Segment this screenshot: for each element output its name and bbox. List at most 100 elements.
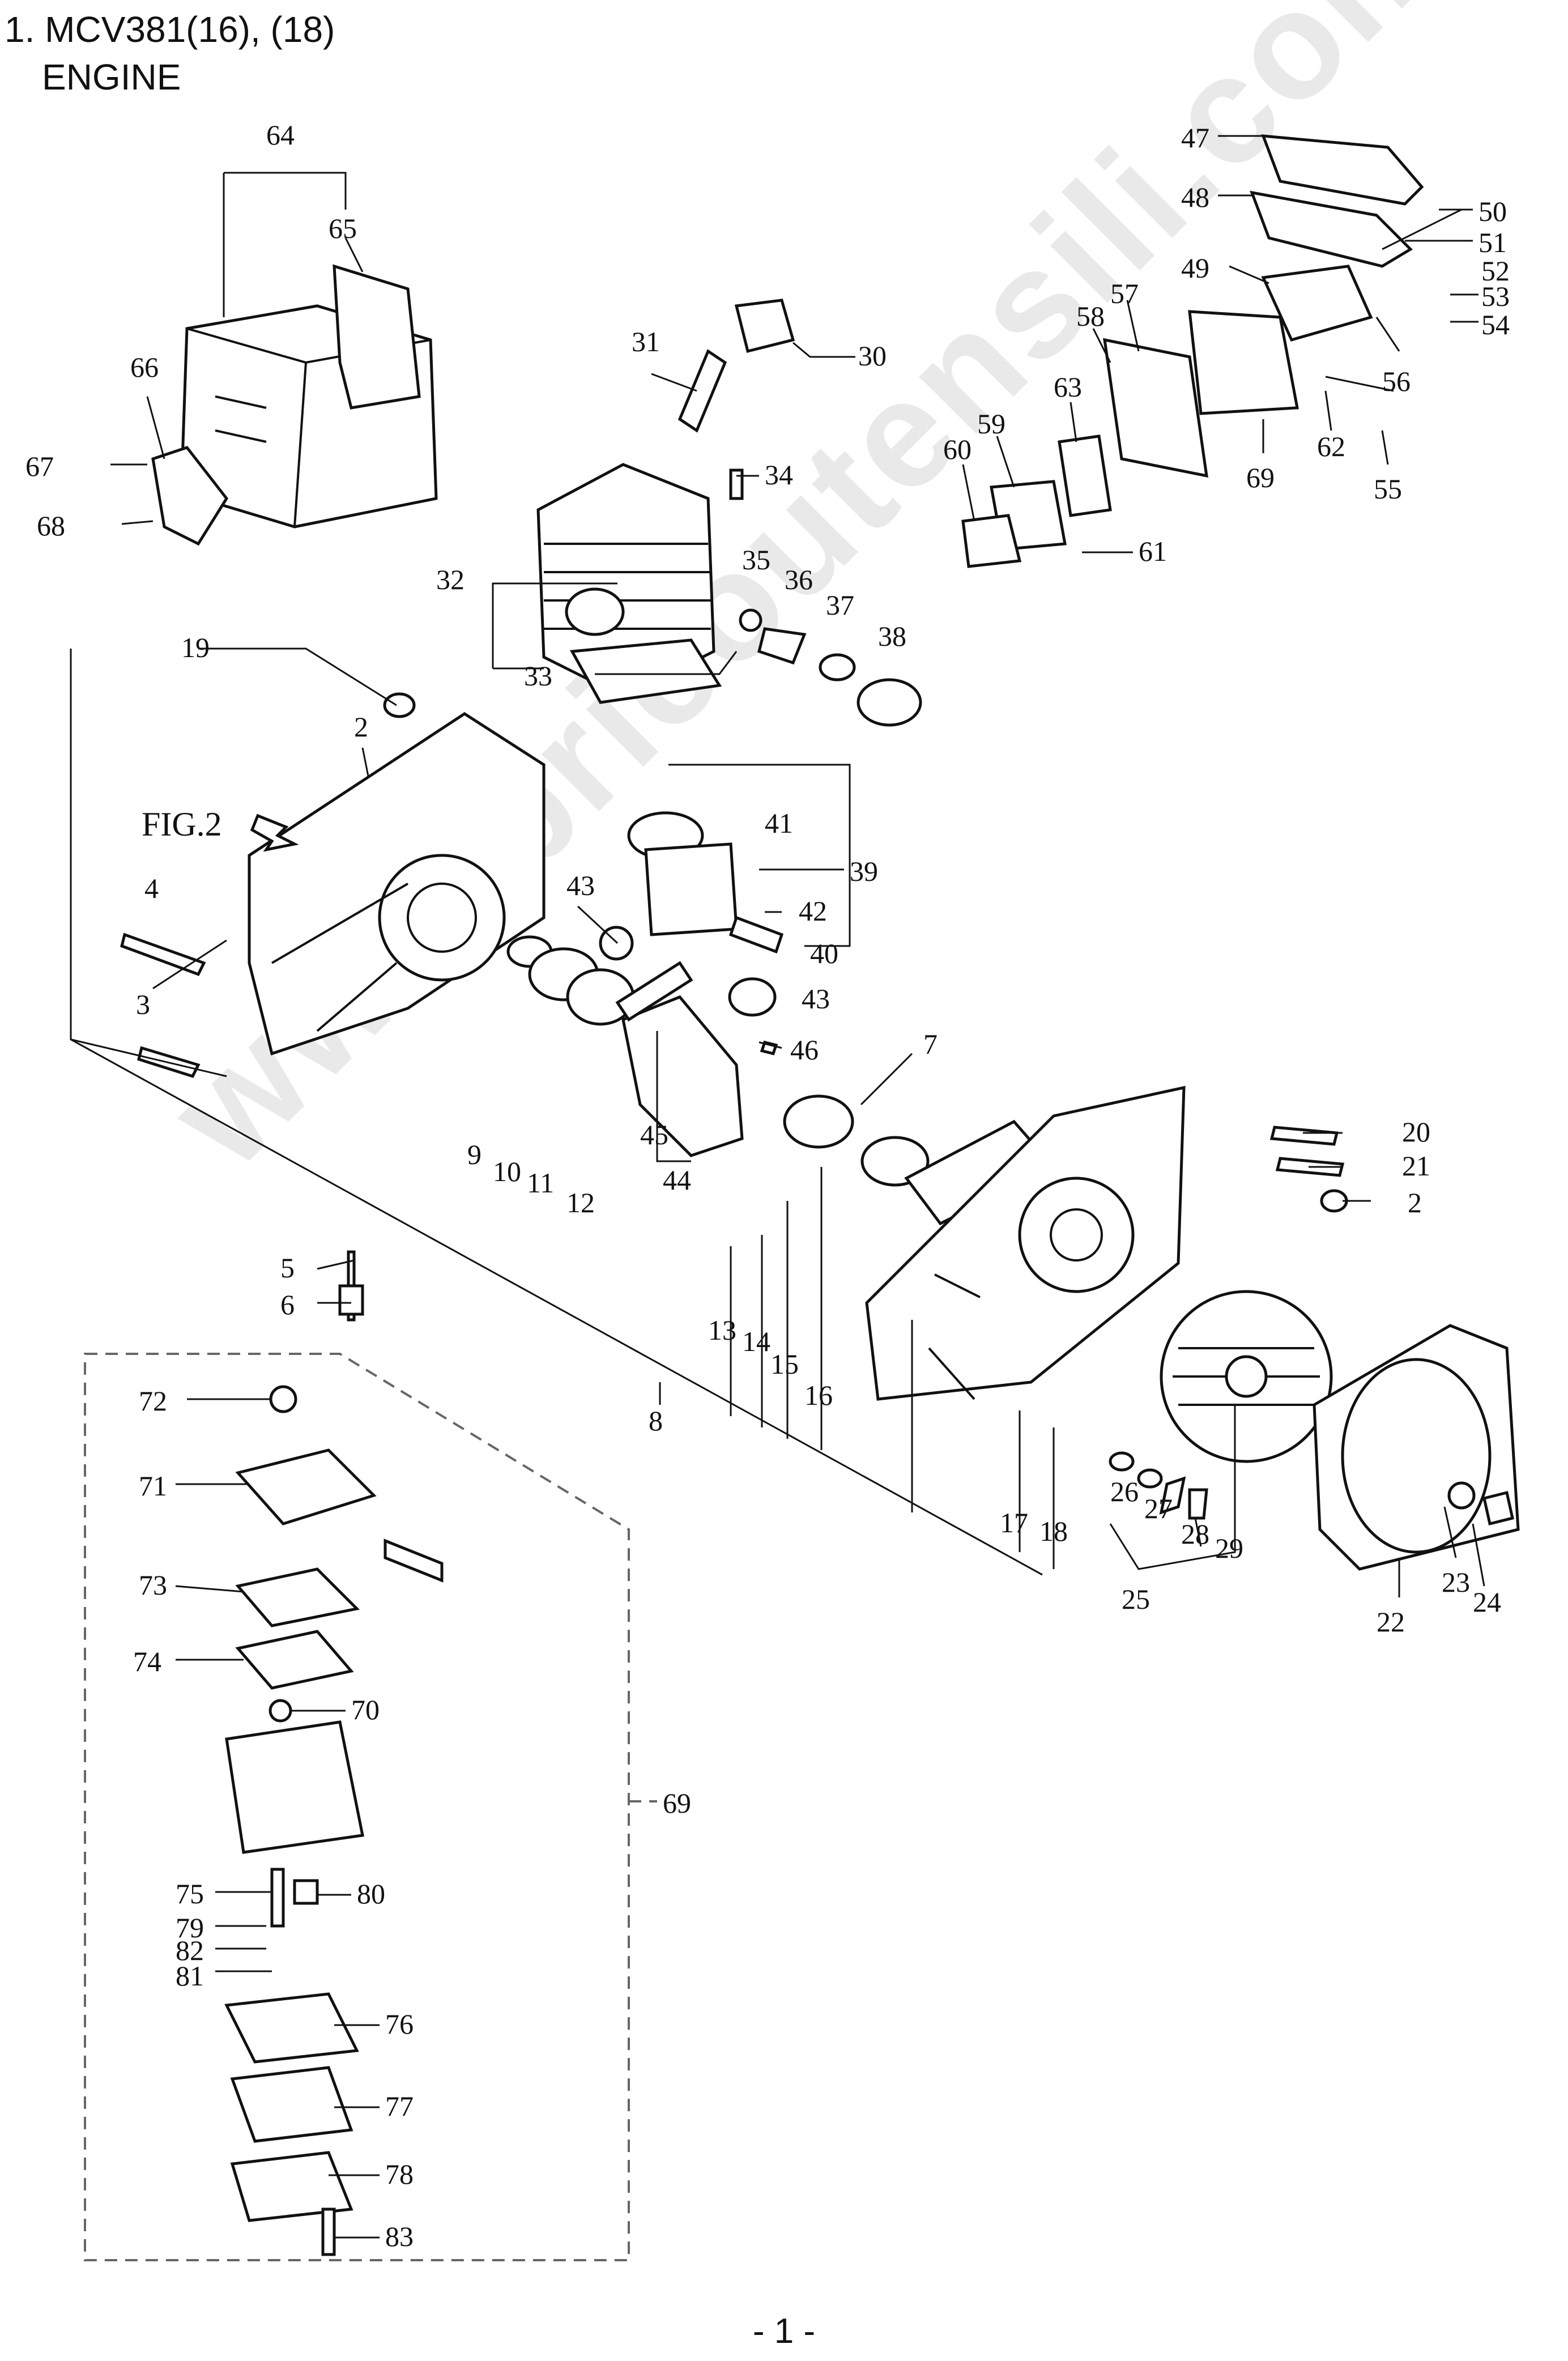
- needle-bearing: [615, 961, 693, 1022]
- diagram-title: 1. MCV381(16), (18) ENGINE: [5, 6, 335, 101]
- muffler-assembly: [110, 264, 438, 546]
- callout-33: 33: [524, 660, 552, 692]
- fig2-arrow-icon: [250, 813, 299, 852]
- piston: [644, 842, 738, 936]
- cylinder-assembly: [536, 299, 922, 727]
- callout-19: 19: [181, 632, 210, 663]
- callout-66: 66: [130, 351, 159, 383]
- callout-47: 47: [1181, 122, 1209, 154]
- callout-38: 38: [878, 620, 906, 652]
- callout-2b: 2: [1408, 1187, 1422, 1218]
- callout-29: 29: [1215, 1532, 1243, 1564]
- muffler-bracket: [151, 446, 229, 546]
- callout-5: 5: [280, 1252, 295, 1284]
- callout-57: 57: [1110, 278, 1139, 309]
- plug-cap: [734, 299, 795, 353]
- callout-61: 61: [1139, 535, 1167, 567]
- callout-76: 76: [385, 2008, 414, 2040]
- callout-14: 14: [742, 1326, 770, 1357]
- page-number: - 1 -: [752, 2312, 816, 2351]
- callout-81: 81: [176, 1960, 204, 1992]
- callout-15: 15: [770, 1348, 799, 1380]
- section-heading: ENGINE: [42, 57, 181, 97]
- detail-frame: [84, 1353, 630, 2261]
- callout-8: 8: [649, 1405, 663, 1437]
- callout-69: 69: [663, 1787, 691, 1819]
- callout-60: 60: [943, 433, 972, 465]
- callout-39: 39: [850, 855, 878, 887]
- model-heading: 1. MCV381(16), (18): [5, 9, 335, 50]
- valve-cover: [857, 678, 922, 727]
- callout-78: 78: [385, 2158, 414, 2190]
- callout-25: 25: [1122, 1583, 1150, 1615]
- callout-10: 10: [493, 1156, 521, 1187]
- carburetor-body: [225, 1720, 364, 1854]
- callout-56: 56: [1382, 365, 1411, 397]
- callout-52: 52: [1481, 255, 1510, 287]
- callout-69-top: 69: [1246, 462, 1275, 493]
- air-filter: [1250, 190, 1413, 268]
- spark-plug: [678, 349, 727, 433]
- callout-77: 77: [385, 2090, 414, 2122]
- fitting-6: [338, 1284, 364, 1316]
- callout-20: 20: [1402, 1116, 1430, 1148]
- callout-12: 12: [566, 1187, 595, 1218]
- muffler-gasket: [333, 264, 421, 410]
- flywheel-starter-assembly: [1109, 1290, 1520, 1571]
- callout-9: 9: [467, 1139, 482, 1170]
- callout-30: 30: [858, 340, 887, 372]
- carburetor-intake-assembly: [961, 134, 1462, 568]
- callout-42: 42: [799, 895, 827, 927]
- callout-51: 51: [1478, 227, 1507, 258]
- callout-3: 3: [136, 988, 150, 1020]
- carburetor: [1188, 310, 1299, 415]
- leader-lines: [70, 135, 1485, 2239]
- crankcase-left: [120, 692, 546, 1322]
- callout-7: 7: [923, 1028, 938, 1060]
- callout-28: 28: [1181, 1518, 1209, 1550]
- callout-75: 75: [176, 1878, 204, 1910]
- callout-numbers: 64 65 66 67 68 31 30 34 32 33 35 36 37 3…: [25, 119, 1510, 2252]
- callout-64: 64: [266, 119, 295, 151]
- callout-70: 70: [351, 1694, 380, 1725]
- callout-73: 73: [139, 1569, 167, 1601]
- callout-40: 40: [810, 937, 838, 969]
- callout-58: 58: [1076, 300, 1105, 332]
- callout-34: 34: [765, 459, 793, 491]
- callout-23: 23: [1442, 1566, 1470, 1598]
- callout-31: 31: [632, 326, 660, 357]
- callout-18: 18: [1039, 1515, 1068, 1547]
- callout-79: 79: [176, 1912, 204, 1944]
- callout-17: 17: [1000, 1507, 1028, 1539]
- callout-63: 63: [1054, 371, 1082, 403]
- callout-44: 44: [663, 1164, 691, 1196]
- fig2-reference: FIG.2: [142, 806, 299, 852]
- crankshaft: [621, 995, 744, 1157]
- cover-78: [230, 2151, 353, 2222]
- crankcase-right: [783, 1085, 1348, 1401]
- intake-bracket: [1261, 265, 1373, 342]
- decompression-valve: [757, 627, 807, 665]
- fig2-label: FIG.2: [142, 806, 222, 843]
- crankshaft-piston-assembly: [506, 811, 784, 1157]
- piston-pin: [728, 915, 784, 954]
- callout-54: 54: [1481, 309, 1510, 340]
- callout-36: 36: [785, 564, 813, 595]
- callout-37: 37: [826, 589, 854, 621]
- callout-74: 74: [133, 1646, 161, 1677]
- callout-32: 32: [436, 564, 465, 595]
- callout-82: 82: [176, 1934, 204, 1966]
- callout-46: 46: [790, 1034, 819, 1066]
- callout-71: 71: [139, 1470, 167, 1502]
- callout-72: 72: [139, 1385, 167, 1417]
- callout-11: 11: [527, 1167, 554, 1199]
- callout-6: 6: [280, 1289, 295, 1320]
- callout-2: 2: [354, 711, 368, 743]
- callout-21: 21: [1402, 1150, 1430, 1182]
- callout-13: 13: [708, 1314, 736, 1346]
- cylinder-gasket: [569, 638, 722, 704]
- callout-65: 65: [329, 212, 357, 244]
- callout-43b: 43: [802, 983, 830, 1015]
- callout-24: 24: [1473, 1586, 1501, 1618]
